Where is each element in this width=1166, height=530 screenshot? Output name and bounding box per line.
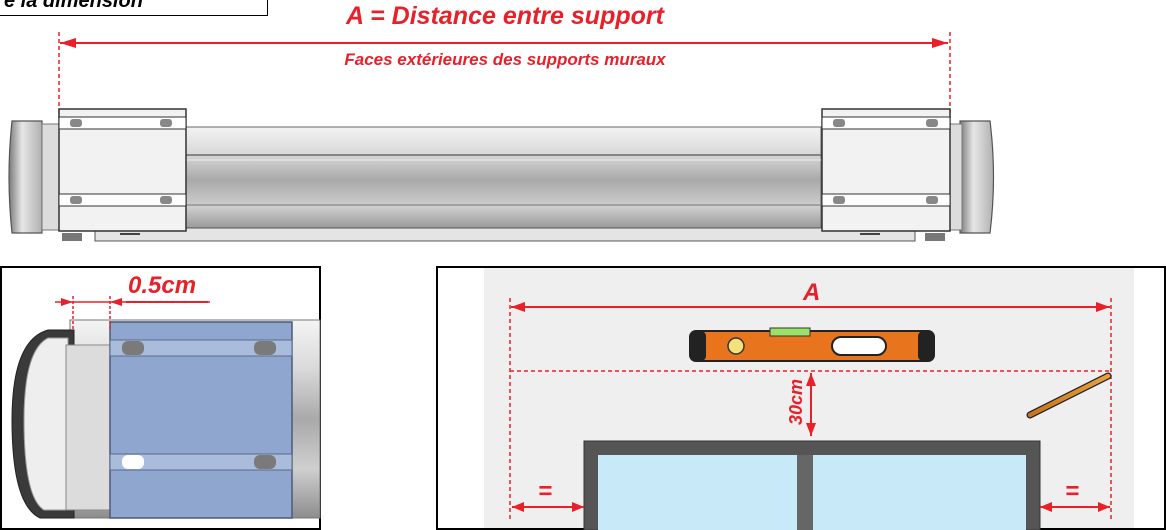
dimension-subtitle: Faces extérieures des supports muraux [344, 50, 666, 69]
wall-panel [436, 266, 1166, 530]
dimension-title: A = Distance entre support [346, 2, 664, 30]
right-equal-label: = [1065, 478, 1080, 505]
pencil-icon [1026, 372, 1112, 419]
corner-label: e la dimension [4, 0, 143, 12]
wall-height-label: 30cm [786, 378, 806, 426]
roller-blind-assembly [8, 108, 995, 242]
left-equal-label: = [538, 478, 553, 505]
offset-underline [126, 301, 208, 303]
detail-panel [0, 266, 321, 530]
spirit-level-icon [689, 327, 935, 362]
top-dimension-line [58, 32, 951, 118]
wall-width-label: A [803, 279, 821, 306]
corner-label-box: e la dimension [0, 0, 268, 16]
offset-label: 0.5cm [128, 272, 197, 299]
